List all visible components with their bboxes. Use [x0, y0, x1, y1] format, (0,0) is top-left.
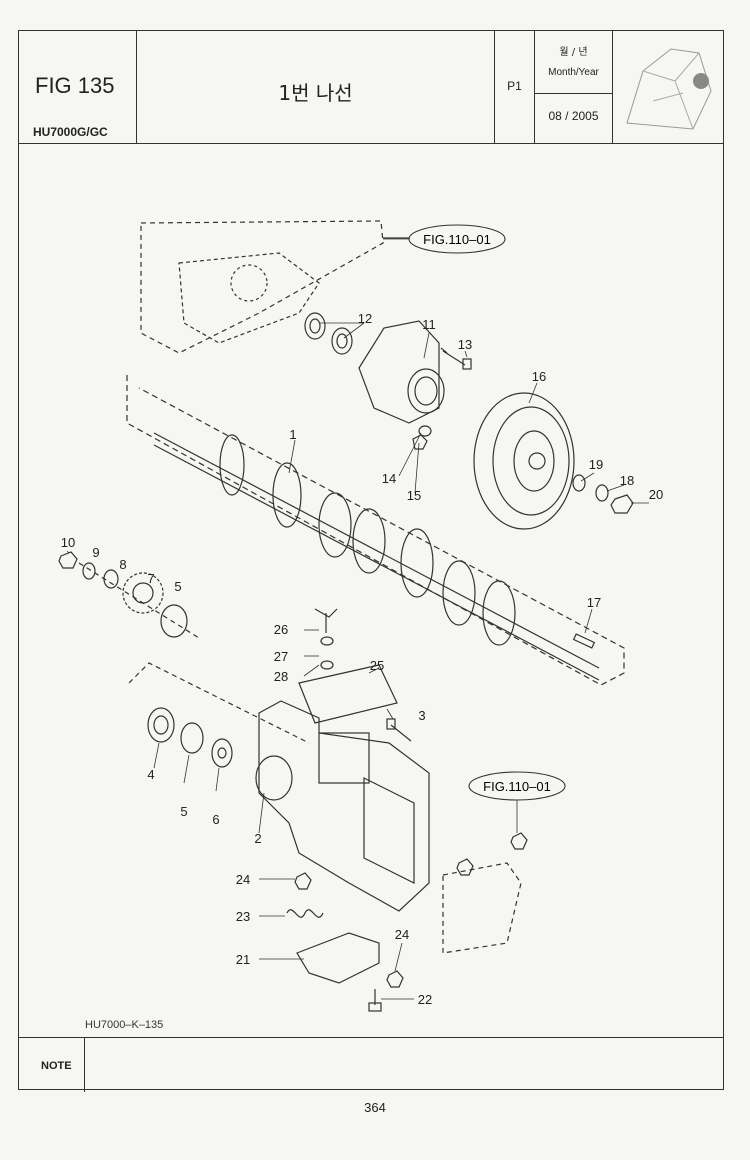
machine-thumbnail-image — [626, 48, 712, 130]
callout-3: 3 — [418, 708, 425, 723]
callout-5b: 5 — [180, 804, 187, 819]
callout-22: 22 — [418, 992, 432, 1007]
model-number: HU7000G/GC — [33, 125, 108, 139]
figure-cell: FIG 135 HU7000G/GC — [19, 31, 137, 143]
callout-11: 11 — [422, 317, 436, 332]
callout-20: 20 — [649, 487, 663, 502]
callout-12: 12 — [358, 311, 372, 326]
callout-16: 16 — [532, 369, 546, 384]
callout-24a: 24 — [236, 872, 250, 887]
callout-18: 18 — [620, 473, 634, 488]
callout-28: 28 — [274, 669, 288, 684]
drawing-code: HU7000–K–135 — [85, 1019, 163, 1031]
callout-19: 19 — [589, 457, 603, 472]
callout-2: 2 — [254, 831, 261, 846]
page-title: 1번 나선 — [278, 81, 353, 105]
callout-15: 15 — [407, 488, 421, 503]
page-number: 364 — [364, 1100, 386, 1115]
note-row: NOTE — [19, 1037, 723, 1092]
callout-7: 7 — [147, 571, 154, 586]
callout-1: 1 — [289, 427, 296, 442]
date-label-en: Month/Year — [548, 67, 599, 78]
callout-25: 25 — [370, 658, 384, 673]
exploded-parts-diagram: FIG.110–01 FIG.110–01 1 2 3 4 5 5 6 7 8 … — [58, 220, 663, 1031]
callout-5a: 5 — [174, 579, 181, 594]
highlight-dot — [693, 73, 709, 89]
date-value: 08 / 2005 — [548, 109, 599, 123]
fig-ref-label-1: FIG.110–01 — [423, 232, 491, 247]
fig-ref-label-2: FIG.110–01 — [483, 779, 551, 794]
callout-6: 6 — [212, 812, 219, 827]
page-code: P1 — [507, 79, 522, 93]
callout-13: 13 — [458, 337, 472, 352]
callout-24b: 24 — [395, 927, 409, 942]
note-label-cell: NOTE — [19, 1038, 85, 1092]
date-label-ko: 월 / 년 — [559, 47, 588, 58]
callout-17: 17 — [587, 595, 601, 610]
callout-21: 21 — [236, 952, 250, 967]
title-cell: 1번 나선 — [137, 31, 495, 143]
callout-10: 10 — [61, 535, 75, 550]
callout-23: 23 — [236, 909, 250, 924]
figure-number: FIG 135 — [35, 73, 115, 98]
callout-8: 8 — [119, 557, 126, 572]
machine-thumbnail — [613, 31, 723, 143]
callout-9: 9 — [92, 545, 99, 560]
page-frame: FIG 135 HU7000G/GC 1번 나선 P1 월 / 년 Month/… — [18, 30, 724, 1092]
page-cell: P1 — [495, 31, 535, 143]
date-cell: 월 / 년 Month/Year 08 / 2005 — [535, 31, 613, 143]
callout-4: 4 — [147, 767, 154, 782]
callout-26: 26 — [274, 622, 288, 637]
title-block: FIG 135 HU7000G/GC 1번 나선 P1 월 / 년 Month/… — [19, 31, 723, 144]
note-label: NOTE — [41, 1060, 72, 1072]
date-divider — [535, 93, 612, 94]
callout-27: 27 — [274, 649, 288, 664]
callout-14: 14 — [382, 471, 396, 486]
screw-flights — [219, 434, 516, 646]
